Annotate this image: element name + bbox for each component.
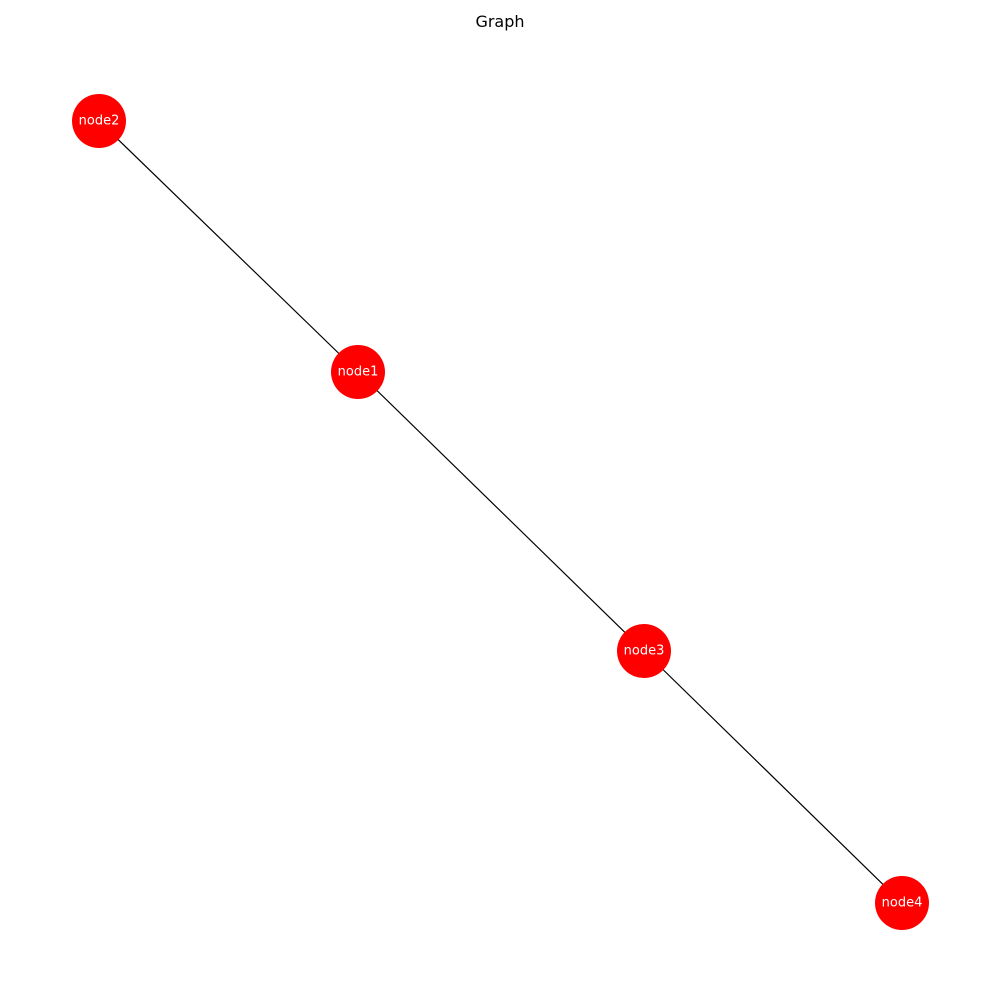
node-circle bbox=[617, 624, 671, 678]
node-node2: node2 bbox=[72, 94, 126, 148]
node-label: node1 bbox=[338, 365, 379, 380]
node-circle bbox=[72, 94, 126, 148]
node-circle bbox=[331, 345, 385, 399]
edge-node1-node3 bbox=[357, 371, 645, 652]
graph-title: Graph bbox=[475, 12, 525, 31]
edge-node3-node4 bbox=[643, 650, 903, 904]
node-label: node4 bbox=[882, 896, 923, 911]
node-label: node3 bbox=[624, 644, 665, 659]
edge-node2-node1 bbox=[98, 120, 359, 373]
node-circle bbox=[875, 876, 929, 930]
node-node3: node3 bbox=[617, 624, 671, 678]
nodes-layer: node1 node2 node3 node4 bbox=[72, 94, 929, 930]
edges-layer bbox=[98, 120, 903, 904]
node-node4: node4 bbox=[875, 876, 929, 930]
node-node1: node1 bbox=[331, 345, 385, 399]
node-label: node2 bbox=[79, 114, 120, 129]
